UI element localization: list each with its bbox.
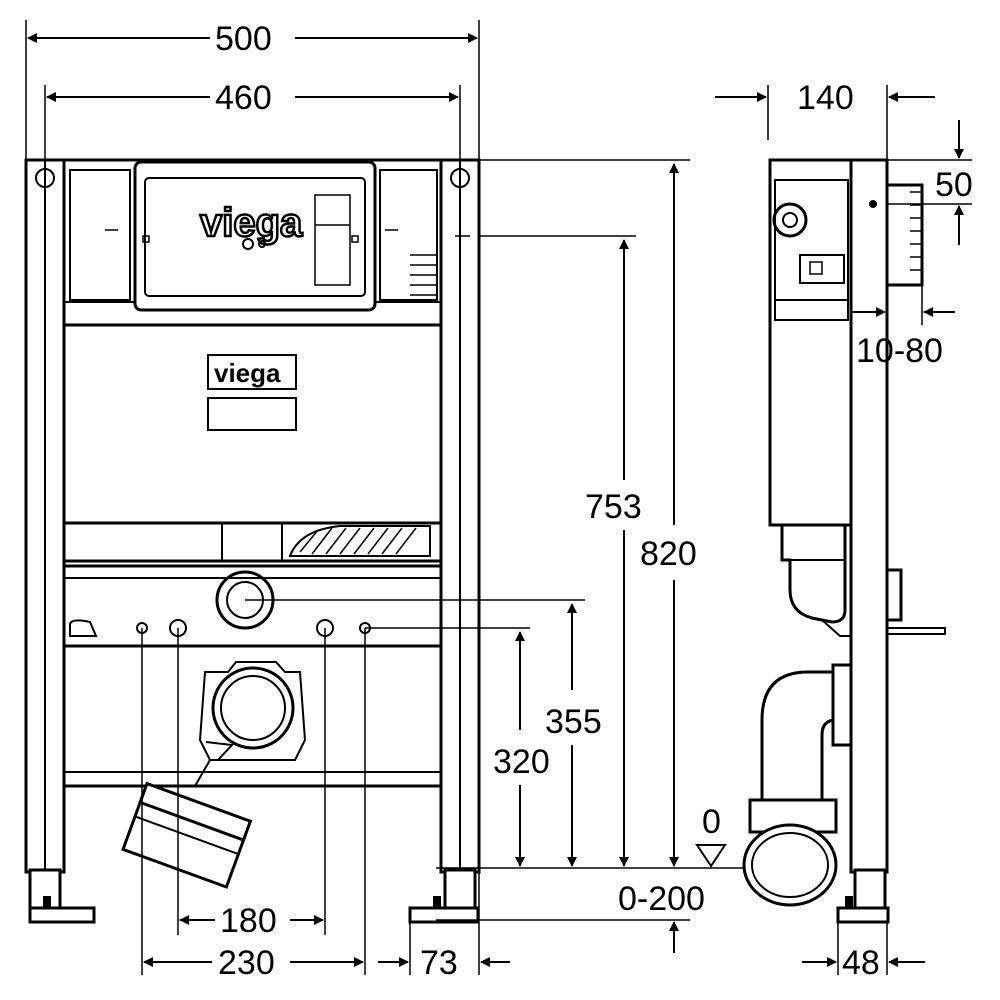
side-view <box>742 158 946 924</box>
logo-dot-small <box>258 240 266 248</box>
label-753: 753 <box>585 488 642 526</box>
right-foot <box>408 868 480 924</box>
waste-pipe-outlet <box>742 823 838 907</box>
side-rail <box>849 158 889 874</box>
hose-ribs <box>299 527 417 555</box>
left-foot <box>28 868 96 924</box>
label-floor-zero: 0 <box>702 803 721 841</box>
label-820: 820 <box>640 535 697 573</box>
drain-bracket <box>198 661 307 761</box>
label-area <box>207 397 297 431</box>
top-mount-hole-right <box>450 168 470 188</box>
top-mount-hole-left <box>35 168 55 188</box>
label-320: 320 <box>493 743 550 781</box>
side-clamp <box>885 568 903 622</box>
viega-plate-text: viega <box>214 358 281 388</box>
dimension-lines <box>25 20 972 975</box>
label-73: 73 <box>420 944 458 982</box>
viega-logo: viega <box>200 201 303 245</box>
logo-dot-large <box>242 238 254 250</box>
angled-waste-pipe <box>121 781 253 889</box>
cistern-side <box>768 158 853 527</box>
cistern-tank <box>62 323 443 525</box>
side-foot <box>853 868 887 912</box>
label-180: 180 <box>220 902 277 940</box>
viega-plate <box>207 354 297 390</box>
label-10-80: 10-80 <box>856 332 943 370</box>
drain-connector <box>211 666 295 750</box>
label-0-200: 0-200 <box>618 880 705 918</box>
label-500: 500 <box>215 20 272 58</box>
flush-elbow <box>780 523 847 624</box>
label-48: 48 <box>842 944 880 982</box>
label-140: 140 <box>797 79 854 117</box>
label-50: 50 <box>935 166 973 204</box>
waste-bend-socket <box>748 798 838 834</box>
front-view: viega viega <box>24 158 481 924</box>
label-355: 355 <box>545 703 602 741</box>
wall-fixing-dot <box>869 200 877 208</box>
grip-ridges <box>410 254 436 296</box>
label-460: 460 <box>215 79 272 117</box>
label-230: 230 <box>218 944 275 982</box>
side-valve <box>772 202 808 238</box>
floor-level-marker <box>695 844 727 868</box>
dimension-labels: 500 460 753 820 355 320 0 0-200 180 230 … <box>215 20 973 982</box>
